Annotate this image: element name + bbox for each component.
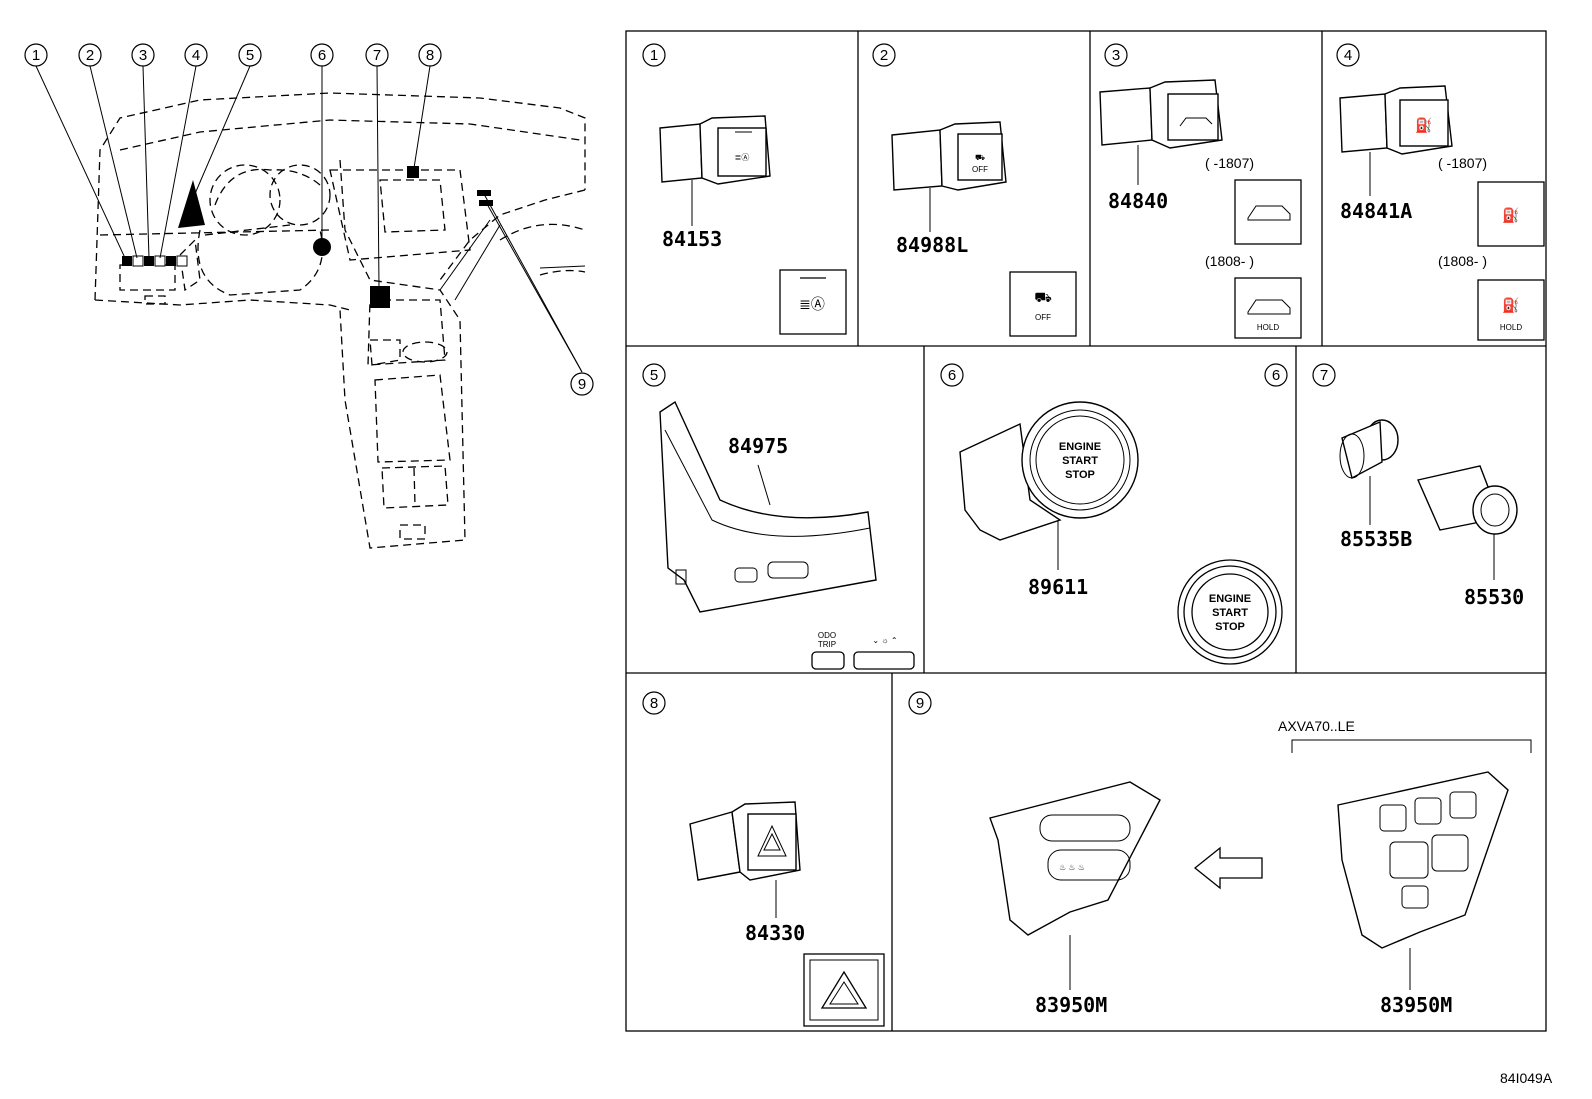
panel-8: 8 84330: [642, 691, 885, 1027]
svg-text:(1808- ): (1808- ): [1438, 253, 1487, 269]
svg-text:2: 2: [880, 47, 888, 64]
svg-text:9: 9: [916, 695, 924, 712]
svg-text:2: 2: [86, 47, 94, 64]
svg-text:ENGINE: ENGINE: [1209, 593, 1251, 605]
panel-2: 2 ⛟ OFF 84988L ⛟ OFF: [872, 43, 1077, 337]
svg-text:1: 1: [32, 47, 40, 64]
part-85530: 85530: [1464, 585, 1524, 609]
dashboard-overview: 1 2 3 4 5 6 7 8 9: [24, 43, 594, 549]
svg-text:7: 7: [373, 47, 381, 64]
fuel-door-icon: ⛽: [1415, 117, 1432, 134]
hazard-icon: [757, 824, 787, 857]
svg-text:ENGINE: ENGINE: [1059, 441, 1101, 453]
part-84975: 84975: [728, 434, 788, 458]
svg-text:START: START: [1062, 455, 1098, 467]
svg-text:9: 9: [578, 376, 586, 393]
svg-text:8: 8: [426, 47, 434, 64]
arrow-left-icon: [1193, 846, 1263, 890]
svg-text:START: START: [1212, 607, 1248, 619]
svg-text:OFF: OFF: [1035, 313, 1051, 322]
svg-text:1: 1: [650, 47, 658, 64]
callout-5: 5: [238, 43, 262, 67]
panel-6: 6 6 ENGINE START STOP 89611 ENGINE START…: [940, 363, 1288, 665]
auto-headlamp-icon: ≣Ⓐ: [735, 153, 750, 162]
svg-text:5: 5: [246, 47, 254, 64]
callout-7: 7: [365, 43, 389, 67]
traction-off-icon: ⛟: [975, 153, 985, 162]
brightness-button: [853, 651, 915, 670]
figure-code: 84I049A: [1500, 1070, 1553, 1086]
svg-text:6: 6: [948, 367, 956, 384]
callout-1: 1: [24, 43, 48, 67]
callout-8: 8: [418, 43, 442, 67]
panel-grid: [625, 30, 1547, 1032]
callout-3: 3: [131, 43, 155, 67]
panel-9: 9 AXVA70..LE ♨ ♨ ♨ 83950M 83950M: [908, 691, 1532, 1017]
trunk-icon: [1247, 205, 1291, 221]
svg-text:AXVA70..LE: AXVA70..LE: [1278, 718, 1355, 734]
svg-text:6: 6: [318, 47, 326, 64]
seat-icons: ♨ ♨ ♨: [1059, 863, 1085, 872]
svg-text:HOLD: HOLD: [1257, 323, 1279, 332]
brightness-icon: ⌄ ☼ ⌃: [872, 636, 897, 645]
svg-text:6: 6: [1272, 367, 1280, 384]
fuel-door-icon: ⛽: [1502, 297, 1519, 314]
svg-text:STOP: STOP: [1215, 621, 1245, 633]
svg-text:5: 5: [650, 367, 658, 384]
part-83950M-left: 83950M: [1035, 993, 1107, 1017]
part-84153: 84153: [662, 227, 722, 251]
panel-1: 1 ≣Ⓐ 84153 ≣Ⓐ: [642, 43, 847, 335]
svg-text:4: 4: [192, 47, 200, 64]
part-84840: 84840: [1108, 189, 1168, 213]
part-84988L: 84988L: [896, 233, 968, 257]
callout-9: 9: [570, 372, 594, 396]
callout-6: 6: [310, 43, 334, 67]
svg-text:7: 7: [1320, 367, 1328, 384]
svg-text:3: 3: [1112, 47, 1120, 64]
svg-text:TRIP: TRIP: [818, 640, 836, 649]
panel-5: 5 84975 ODO TRIP ⌄ ☼ ⌃: [642, 363, 915, 670]
svg-text:( -1807): ( -1807): [1438, 155, 1487, 171]
hazard-icon: [820, 970, 868, 1009]
part-89611: 89611: [1028, 575, 1088, 599]
svg-text:(1808- ): (1808- ): [1205, 253, 1254, 269]
panel-3: 3 84840 ( -1807) (1808- ) HOLD: [1099, 43, 1302, 339]
auto-headlamp-icon: ≣Ⓐ: [799, 296, 825, 312]
part-84841A: 84841A: [1340, 199, 1412, 223]
trunk-icon: [1247, 299, 1291, 315]
svg-text:ODO: ODO: [818, 631, 836, 640]
svg-text:3: 3: [139, 47, 147, 64]
panel-4: 4 ⛽ 84841A ( -1807) ⛽ (1808- ) ⛽ HOLD: [1336, 43, 1545, 341]
callout-2: 2: [78, 43, 102, 67]
part-83950M-right: 83950M: [1380, 993, 1452, 1017]
part-84330: 84330: [745, 921, 805, 945]
trunk-icon: [1179, 117, 1213, 127]
svg-text:( -1807): ( -1807): [1205, 155, 1254, 171]
panel-7: 7 85535B 85530: [1312, 363, 1524, 609]
svg-text:STOP: STOP: [1065, 469, 1095, 481]
traction-off-icon: ⛟: [1034, 289, 1052, 305]
svg-text:HOLD: HOLD: [1500, 323, 1522, 332]
svg-text:4: 4: [1344, 47, 1352, 64]
part-85535B: 85535B: [1340, 527, 1412, 551]
svg-text:8: 8: [650, 695, 658, 712]
svg-text:OFF: OFF: [972, 165, 988, 174]
callout-4: 4: [184, 43, 208, 67]
fuel-door-icon: ⛽: [1502, 207, 1519, 224]
odo-trip-button: [811, 651, 845, 670]
